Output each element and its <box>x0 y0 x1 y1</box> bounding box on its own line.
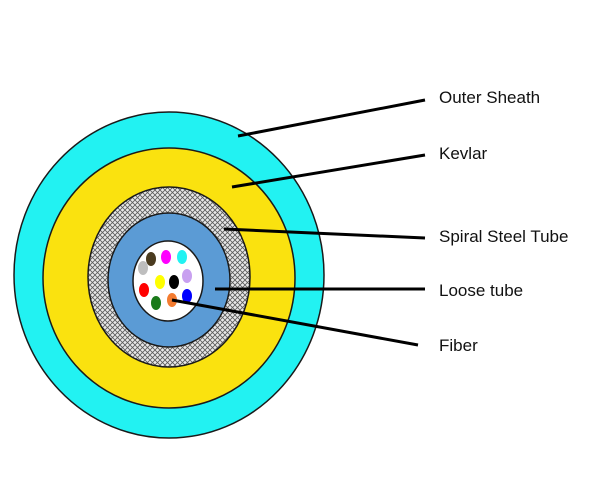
magenta-fiber <box>161 250 171 264</box>
kevlar-leader-line <box>231 153 426 189</box>
gray-fiber <box>138 261 148 275</box>
cyan-fiber <box>177 250 187 264</box>
fiber-label: Fiber <box>439 336 478 355</box>
outer-sheath-label: Outer Sheath <box>439 88 541 107</box>
spiral-steel-tube-leader-line <box>223 227 426 240</box>
green-fiber <box>151 296 161 310</box>
red-fiber <box>139 283 149 297</box>
black-fiber <box>169 275 179 289</box>
brown-fiber <box>146 252 156 266</box>
yellow-fiber <box>155 275 165 289</box>
outer-sheath-leader-line <box>237 98 426 138</box>
fiber-leader-line <box>171 298 419 347</box>
kevlar-label: Kevlar <box>439 144 488 163</box>
lavender-fiber <box>182 269 192 283</box>
loose-tube-label: Loose tube <box>439 281 524 300</box>
spiral-steel-tube-label: Spiral Steel Tube <box>439 227 569 246</box>
blue-fiber <box>182 289 192 303</box>
